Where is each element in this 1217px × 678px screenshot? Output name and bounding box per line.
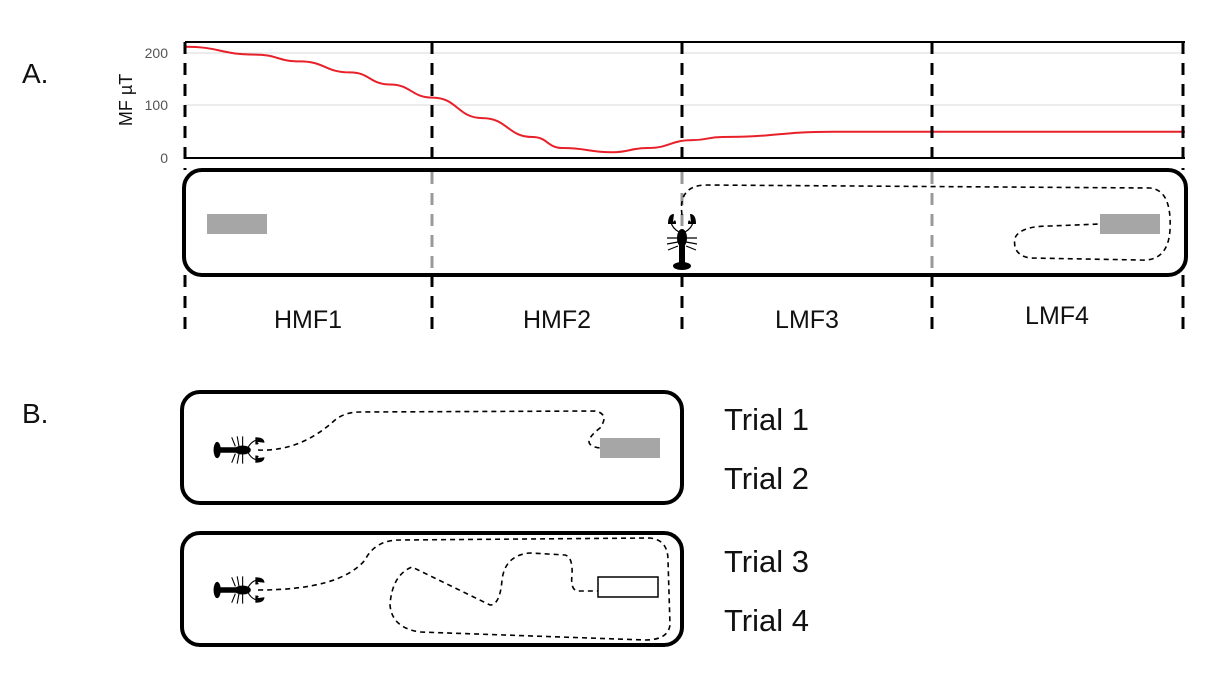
- zone-label-lmf4: LMF4: [1025, 302, 1089, 330]
- trial-label-1: Trial 1: [724, 402, 809, 437]
- zone-label-lmf3: LMF3: [775, 306, 839, 334]
- lobster-icon: [212, 575, 266, 605]
- mf-data-points: [185, 47, 1185, 153]
- arena-b1: [180, 390, 684, 505]
- mf-chart: 200 100 0 MF µT: [116, 41, 1185, 166]
- arena-b2: [180, 531, 684, 647]
- panel-a-label: A.: [22, 58, 48, 89]
- target-shelter-left: [207, 214, 267, 234]
- zone-dividers: [183, 42, 1185, 338]
- zone-label-hmf2: HMF2: [523, 306, 591, 334]
- trial-labels: Trial 1 Trial 2 Trial 3 Trial 4: [724, 402, 809, 638]
- trajectory-path: [257, 537, 671, 641]
- y-axis-label: MF µT: [116, 74, 136, 126]
- zone-label-hmf1: HMF1: [274, 306, 342, 334]
- mf-series-line: [184, 45, 1185, 154]
- ytick-0: 0: [160, 150, 168, 166]
- target-shelter: [600, 438, 660, 458]
- arena-a: [182, 168, 1188, 277]
- trajectory-path: [680, 184, 1171, 261]
- trial-label-3: Trial 3: [724, 544, 809, 579]
- empty-shelter: [597, 576, 659, 598]
- trial-label-2: Trial 2: [724, 461, 809, 496]
- trial-label-4: Trial 4: [724, 603, 809, 638]
- target-shelter-right: [1100, 214, 1160, 234]
- arena-outline: [180, 531, 684, 647]
- trajectory-path: [257, 410, 605, 451]
- ytick-200: 200: [145, 45, 169, 61]
- ytick-100: 100: [145, 97, 169, 113]
- arena-outline: [182, 168, 1188, 277]
- zone-labels: HMF1 HMF2 LMF3 LMF4: [274, 302, 1089, 334]
- panel-b-label: B.: [22, 398, 48, 429]
- arena-outline: [180, 390, 684, 505]
- lobster-icon: [212, 435, 266, 465]
